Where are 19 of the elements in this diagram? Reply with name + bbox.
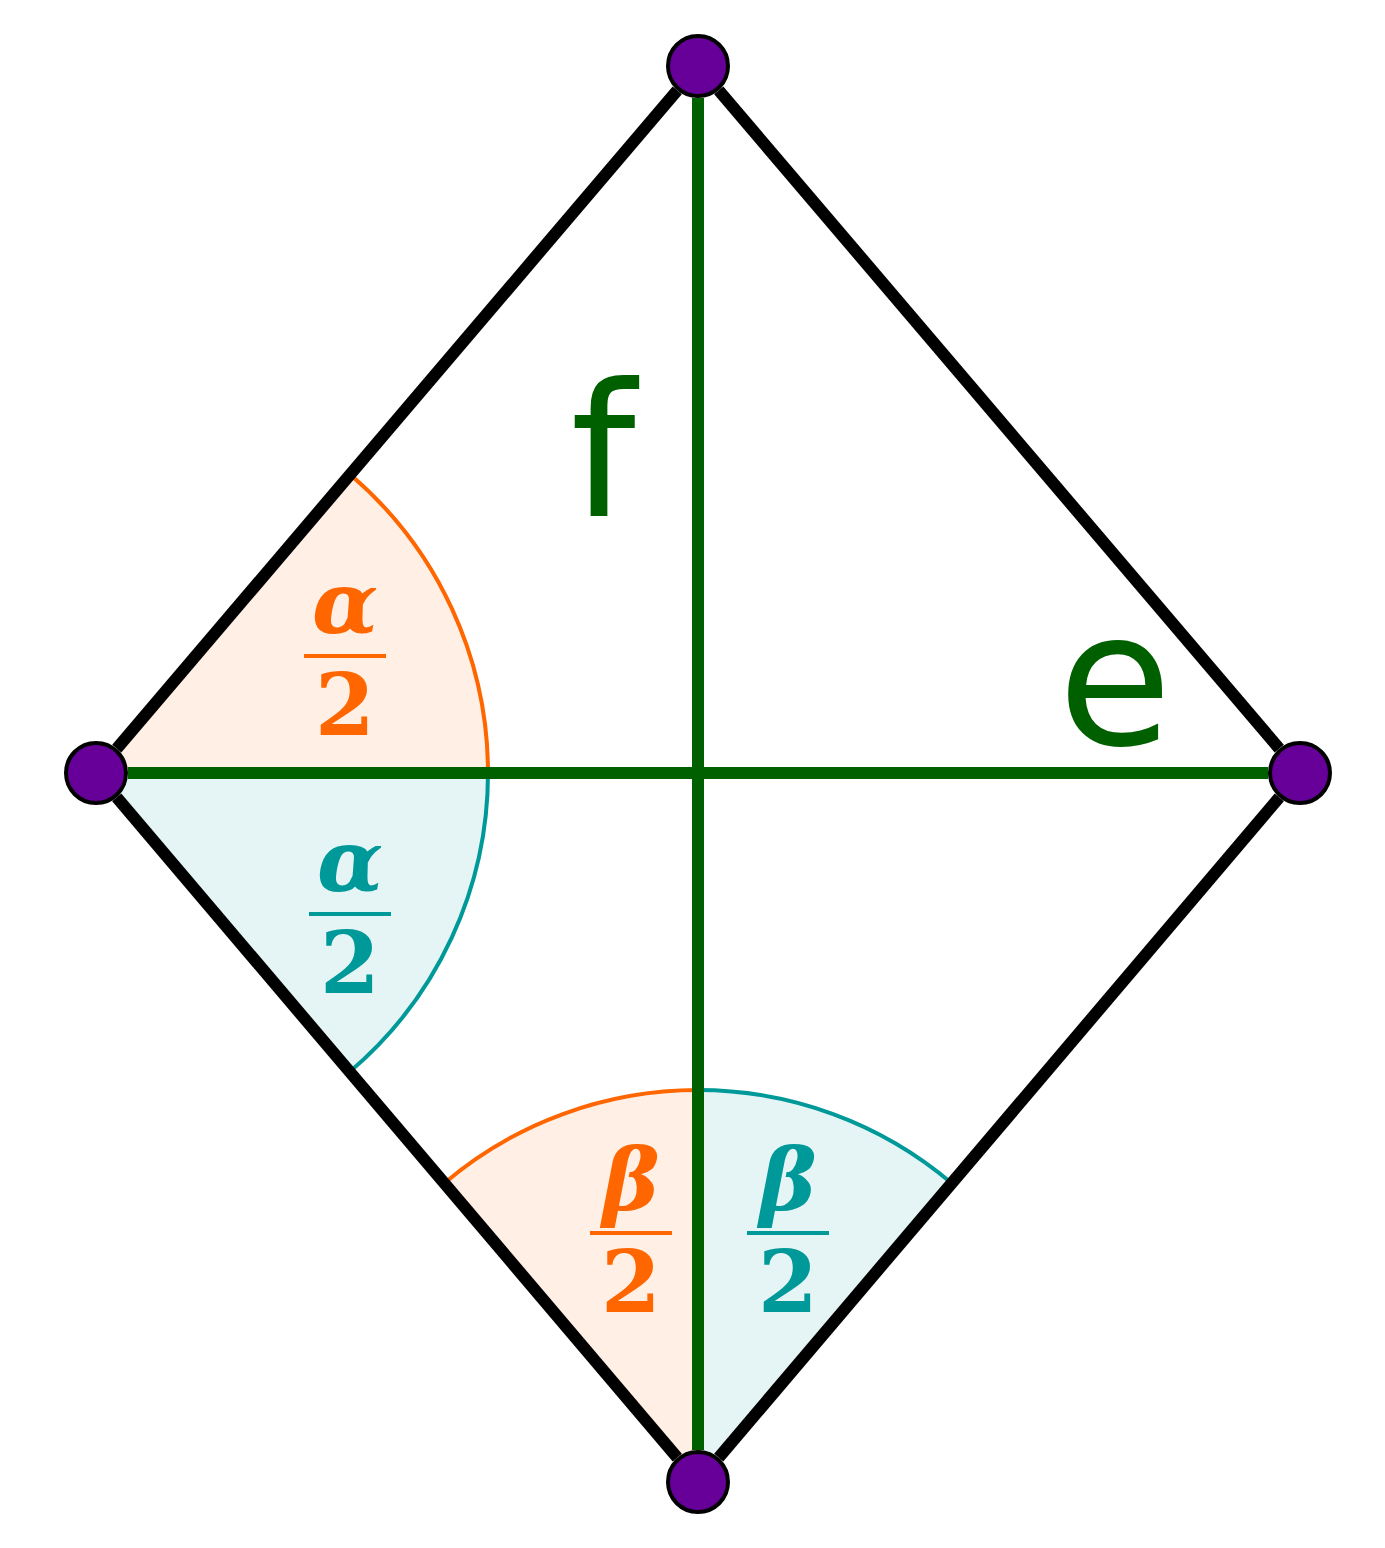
side-line	[112, 86, 682, 753]
angle-symbol: α	[316, 818, 384, 910]
side-line	[714, 86, 1284, 753]
angle-symbol: α	[311, 560, 379, 652]
side-line	[112, 793, 682, 1462]
side-line	[714, 793, 1284, 1462]
fraction-denominator: 2	[758, 1239, 818, 1325]
vertex-dot	[64, 741, 128, 805]
edge-label: e	[1058, 587, 1172, 773]
vertex-dot	[1268, 741, 1332, 805]
fraction-denominator: 2	[320, 920, 380, 1006]
angle-symbol: β	[602, 1137, 660, 1229]
vertex-dot	[666, 34, 730, 98]
diagonal-line	[128, 767, 1268, 779]
fraction-denominator: 2	[315, 662, 375, 748]
vertex-dot	[666, 1450, 730, 1514]
angle-symbol: β	[759, 1137, 817, 1229]
fraction-denominator: 2	[601, 1239, 661, 1325]
diagonal-line	[692, 98, 704, 1450]
